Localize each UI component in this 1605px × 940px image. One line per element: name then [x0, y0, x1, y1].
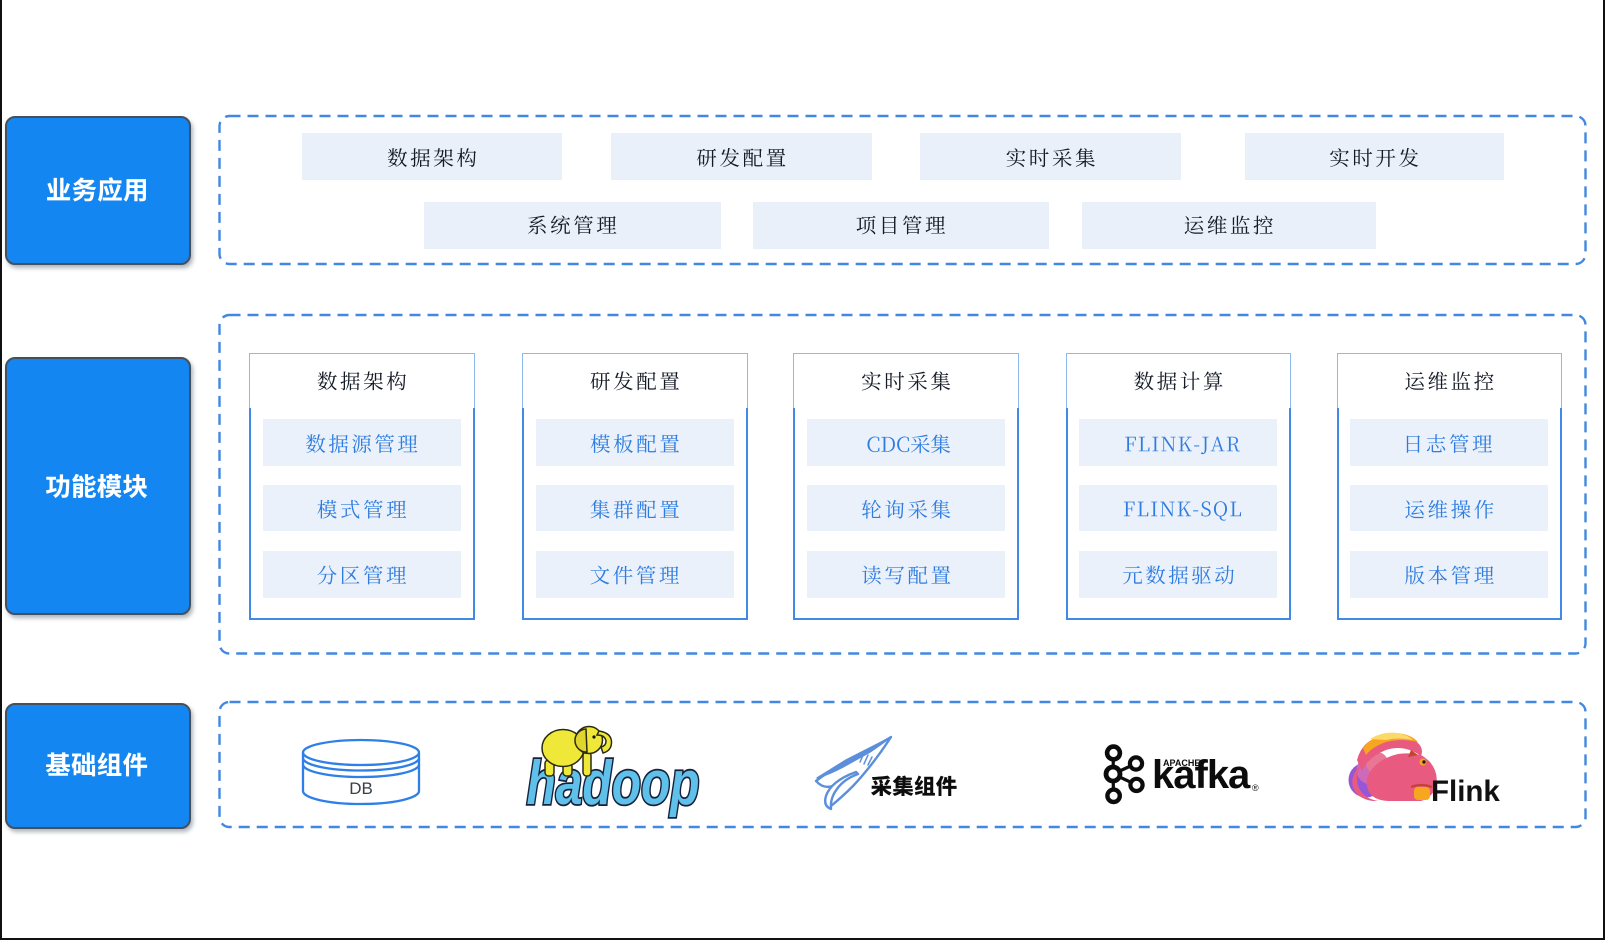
svg-text:Flink: Flink	[1431, 775, 1500, 808]
svg-text:kafka: kafka	[1152, 753, 1251, 797]
svg-text:APACHE: APACHE	[1163, 758, 1200, 768]
svg-text:DB: DB	[349, 779, 373, 798]
svg-text:hadoop: hadoop	[527, 749, 700, 818]
svg-text:®: ®	[1252, 783, 1259, 793]
